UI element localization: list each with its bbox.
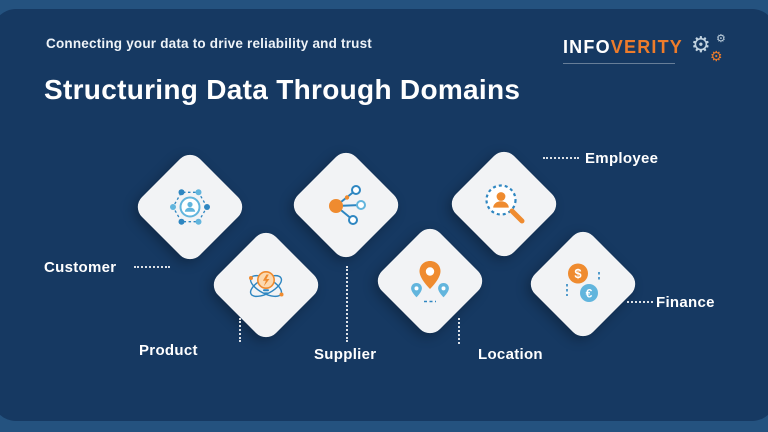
logo-text: INFOVERITY: [562, 31, 683, 64]
page-title: Structuring Data Through Domains: [44, 74, 521, 105]
connector-product: [239, 318, 241, 342]
label-employee: Employee: [585, 150, 659, 167]
svg-text:€: €: [586, 286, 593, 300]
connector-location: [458, 318, 460, 344]
connector-employee: [543, 157, 579, 159]
domain-product: [208, 227, 324, 343]
connector-finance: [627, 301, 653, 303]
domain-employee: [446, 146, 562, 262]
gear-icon: ⚙: [710, 48, 723, 64]
domain-customer: [132, 149, 248, 265]
label-product: Product: [139, 342, 198, 359]
domain-supplier: [288, 147, 404, 263]
product-bulb-icon: [249, 271, 284, 298]
label-customer: Customer: [44, 259, 117, 276]
location-pin-icon: [411, 261, 449, 303]
label-finance: Finance: [656, 294, 715, 311]
connector-supplier: [346, 266, 348, 342]
label-location: Location: [478, 346, 543, 363]
svg-text:$: $: [574, 266, 582, 281]
logo-info-part: INFO: [562, 37, 611, 57]
supplier-share-icon: [329, 185, 366, 225]
gears-icon: ⚙ ⚙ ⚙: [688, 31, 734, 71]
logo-underline: [562, 63, 675, 64]
gear-icon: ⚙: [716, 33, 726, 45]
label-supplier: Supplier: [314, 346, 377, 363]
connector-customer: [134, 266, 170, 268]
employee-search-icon: [485, 184, 525, 224]
customer-network-icon: [170, 189, 210, 225]
slide-subtitle: Connecting your data to drive reliabilit…: [46, 36, 372, 51]
domain-location: [372, 223, 488, 339]
infoverity-logo: INFOVERITY ⚙ ⚙ ⚙: [562, 31, 734, 71]
gear-icon: ⚙: [691, 32, 711, 57]
logo-verity-part: VERITY: [610, 37, 683, 57]
finance-coins-icon: $ €: [566, 263, 600, 302]
domain-finance: $ €: [525, 226, 641, 342]
